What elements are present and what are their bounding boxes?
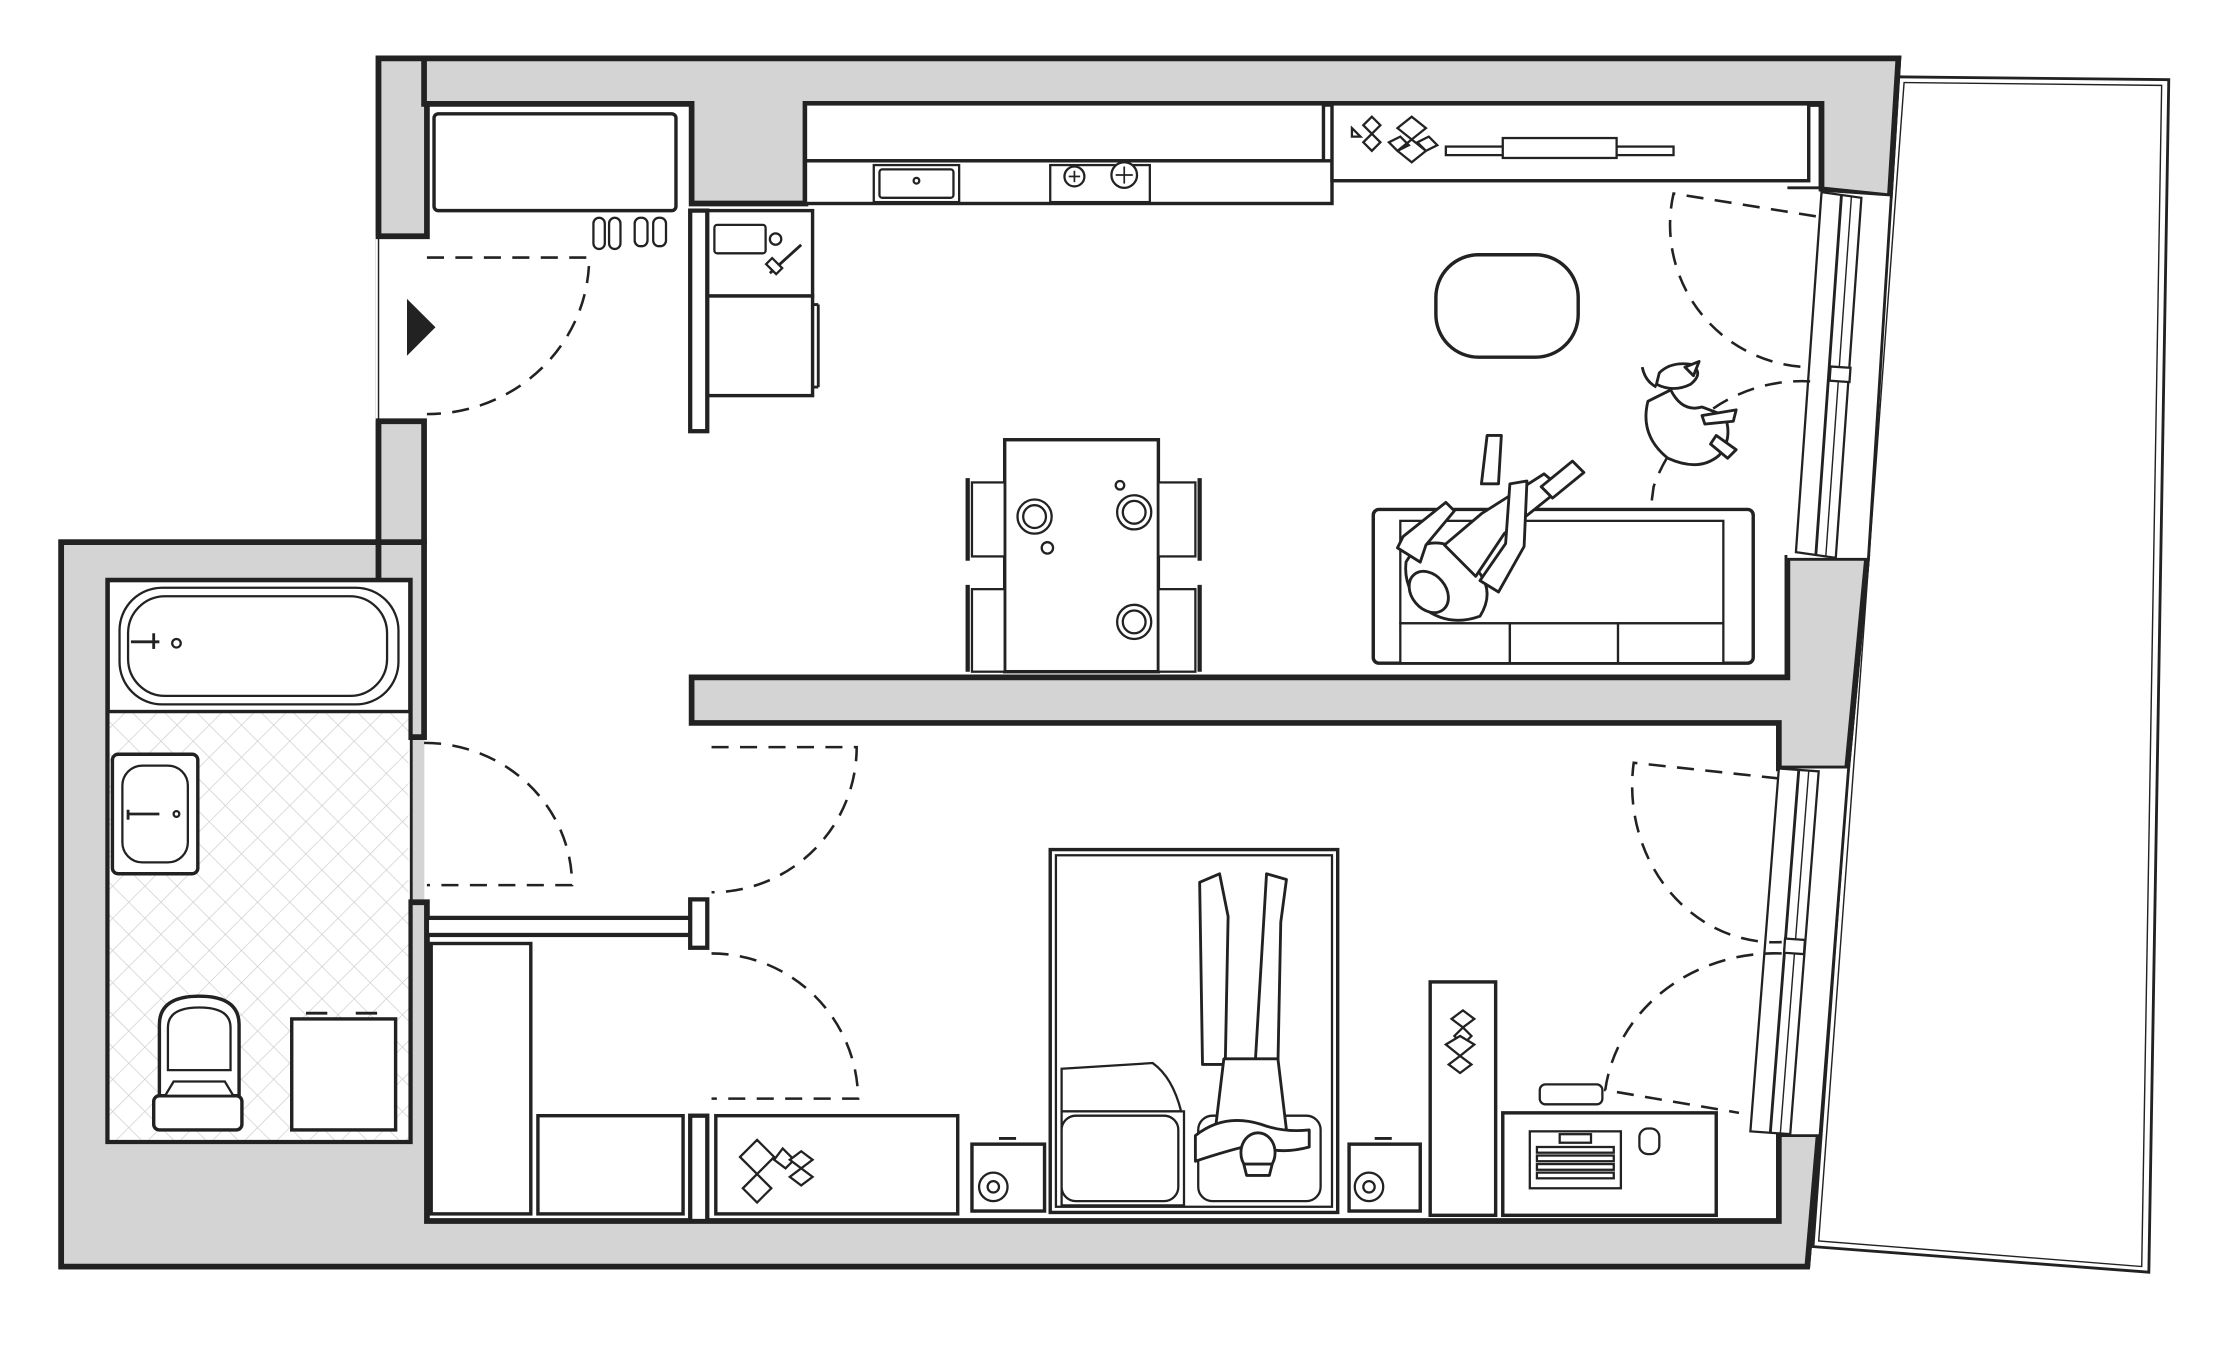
dining-table-icon [965,438,1202,674]
hallway-wardrobe [432,112,678,213]
speaker-icon [970,1137,1047,1213]
person-icon [1396,434,1586,622]
plant-icon [738,1138,815,1205]
keyboard-icon [1528,1130,1623,1190]
bathtub-icon [106,578,412,714]
rug-icon [1434,253,1580,359]
speaker-icon [1347,1137,1422,1213]
stove-icon [1049,161,1151,204]
plant-icon [1443,1008,1477,1075]
tv-cabinet [1444,136,1675,160]
bedroom-partition [424,897,710,1224]
person-icon [1193,872,1311,1177]
cutting-board-icon [713,223,803,276]
entrance-door[interactable] [377,236,591,422]
windows [1749,190,1863,1136]
entrance-arrow-icon [407,298,436,356]
kitchen-partition [688,208,710,434]
dog-icon [1640,360,1738,467]
toilet-icon [151,994,244,1132]
slippers-icon [592,216,668,251]
bed-icon [1048,847,1340,1215]
sink-icon [872,163,961,204]
plant-icon [1350,115,1440,164]
mouse-icon [1638,1127,1661,1156]
sink-icon [110,752,200,876]
washing-machine-icon [290,1011,398,1132]
